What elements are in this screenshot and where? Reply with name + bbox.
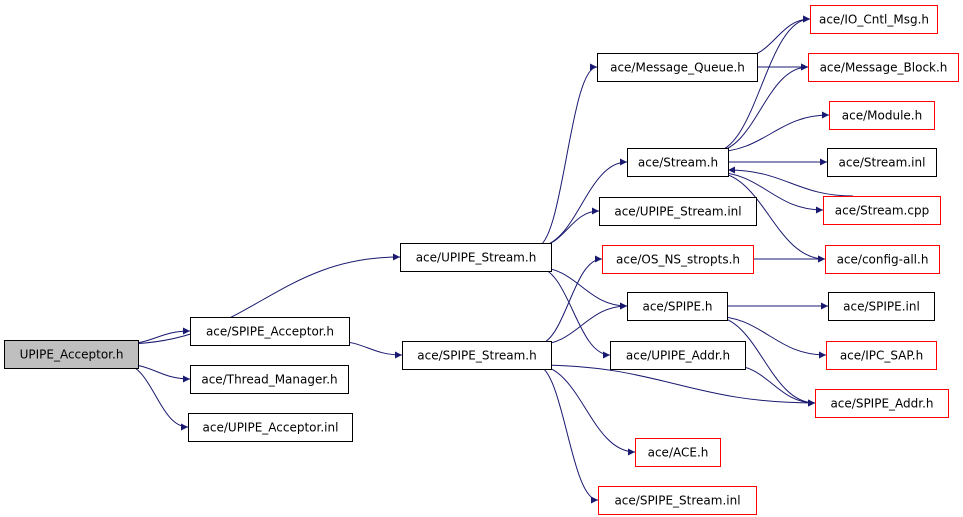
- graph-node[interactable]: UPIPE_Acceptor.h: [4, 340, 139, 369]
- graph-node[interactable]: ace/Message_Queue.h: [597, 53, 758, 82]
- node-box: [402, 341, 552, 370]
- dependency-edge: [535, 364, 816, 407]
- node-box: [627, 148, 729, 177]
- node-label: ace/UPIPE_Stream.inl: [614, 205, 741, 219]
- dependency-edge: [535, 302, 628, 346]
- node-label: ace/SPIPE_Addr.h: [830, 397, 933, 411]
- dependency-edge: [535, 364, 599, 504]
- node-label: ace/Stream.h: [638, 156, 718, 170]
- graph-node[interactable]: ace/Module.h: [829, 101, 935, 130]
- node-box: [627, 292, 728, 321]
- node-label: ace/config-all.h: [837, 253, 929, 267]
- node-label: ace/Module.h: [842, 109, 922, 123]
- graph-node[interactable]: ace/SPIPE_Stream.h: [402, 341, 552, 370]
- graph-node[interactable]: ace/Stream.inl: [827, 148, 937, 177]
- node-label: ace/Stream.inl: [839, 156, 926, 170]
- node-label: ace/SPIPE_Stream.inl: [614, 494, 740, 508]
- graph-node[interactable]: ace/SPIPE_Acceptor.h: [190, 317, 350, 346]
- graph-node[interactable]: ace/IO_Cntl_Msg.h: [810, 5, 938, 34]
- graph-node[interactable]: ace/SPIPE.h: [627, 292, 728, 321]
- node-label: ace/UPIPE_Addr.h: [626, 349, 730, 363]
- node-box: [610, 341, 746, 370]
- graph-node[interactable]: ace/UPIPE_Addr.h: [610, 341, 746, 370]
- node-box: [190, 365, 349, 394]
- nodes: UPIPE_Acceptor.h ace/UPIPE_Stream.h ace/SP…: [4, 5, 959, 515]
- graph-node[interactable]: ace/ACE.h: [635, 438, 721, 467]
- node-label: ace/ACE.h: [648, 446, 709, 460]
- node-box: [823, 196, 941, 225]
- graph-node[interactable]: ace/Message_Block.h: [808, 53, 959, 82]
- graph-node[interactable]: ace/Stream.cpp: [823, 196, 941, 225]
- node-label: ace/Stream.cpp: [835, 204, 929, 218]
- node-box: [825, 245, 940, 274]
- node-box: [829, 101, 935, 130]
- node-box: [828, 292, 935, 321]
- node-label: ace/IO_Cntl_Msg.h: [819, 13, 929, 27]
- node-box: [826, 341, 937, 370]
- node-label: ace/Thread_Manager.h: [201, 373, 337, 387]
- dependency-edge: [712, 171, 826, 263]
- graph-node[interactable]: ace/UPIPE_Stream.h: [400, 243, 552, 272]
- graph-node[interactable]: ace/SPIPE.inl: [828, 292, 935, 321]
- node-label: ace/SPIPE_Stream.h: [417, 349, 536, 363]
- dependency-edge: [729, 364, 816, 407]
- node-box: [598, 486, 757, 515]
- graph-node[interactable]: ace/SPIPE_Addr.h: [815, 389, 949, 418]
- node-box: [599, 197, 757, 226]
- node-label: ace/Message_Queue.h: [610, 61, 745, 75]
- dependency-edge: [712, 15, 811, 153]
- node-label: ace/UPIPE_Acceptor.inl: [203, 421, 339, 435]
- graph-node[interactable]: ace/Stream.h: [627, 148, 729, 177]
- node-label: UPIPE_Acceptor.h: [20, 348, 124, 362]
- dependency-edge: [535, 207, 600, 248]
- dependency-edge: [535, 364, 636, 456]
- node-label: ace/OS_NS_stropts.h: [616, 253, 740, 267]
- node-box: [400, 243, 552, 272]
- node-box: [815, 389, 949, 418]
- graph-node[interactable]: ace/config-all.h: [825, 245, 940, 274]
- graph-node[interactable]: ace/UPIPE_Stream.inl: [599, 197, 757, 226]
- node-label: ace/SPIPE.inl: [843, 300, 920, 314]
- dependency-edge: [122, 363, 189, 431]
- node-label: ace/IPC_SAP.h: [840, 349, 923, 363]
- node-box: [635, 438, 721, 467]
- dependency-edge: [727, 166, 854, 197]
- node-box: [810, 5, 938, 34]
- dependency-edge: [122, 253, 401, 345]
- node-label: ace/SPIPE.h: [642, 300, 712, 314]
- graph-node[interactable]: ace/OS_NS_stropts.h: [602, 245, 754, 274]
- graph-node[interactable]: ace/Thread_Manager.h: [190, 365, 349, 394]
- node-box: [190, 317, 350, 346]
- dependency-edge: [535, 63, 598, 248]
- node-box: [597, 53, 758, 82]
- node-box: [4, 340, 139, 369]
- node-box: [602, 245, 754, 274]
- node-label: ace/UPIPE_Stream.h: [416, 251, 537, 265]
- node-label: ace/SPIPE_Acceptor.h: [206, 325, 334, 339]
- node-box: [188, 413, 353, 442]
- node-label: ace/Message_Block.h: [820, 61, 948, 75]
- graph-node[interactable]: ace/IPC_SAP.h: [826, 341, 937, 370]
- node-box: [808, 53, 959, 82]
- graph-node[interactable]: ace/SPIPE_Stream.inl: [598, 486, 757, 515]
- node-box: [827, 148, 937, 177]
- graph-node[interactable]: ace/UPIPE_Acceptor.inl: [188, 413, 353, 442]
